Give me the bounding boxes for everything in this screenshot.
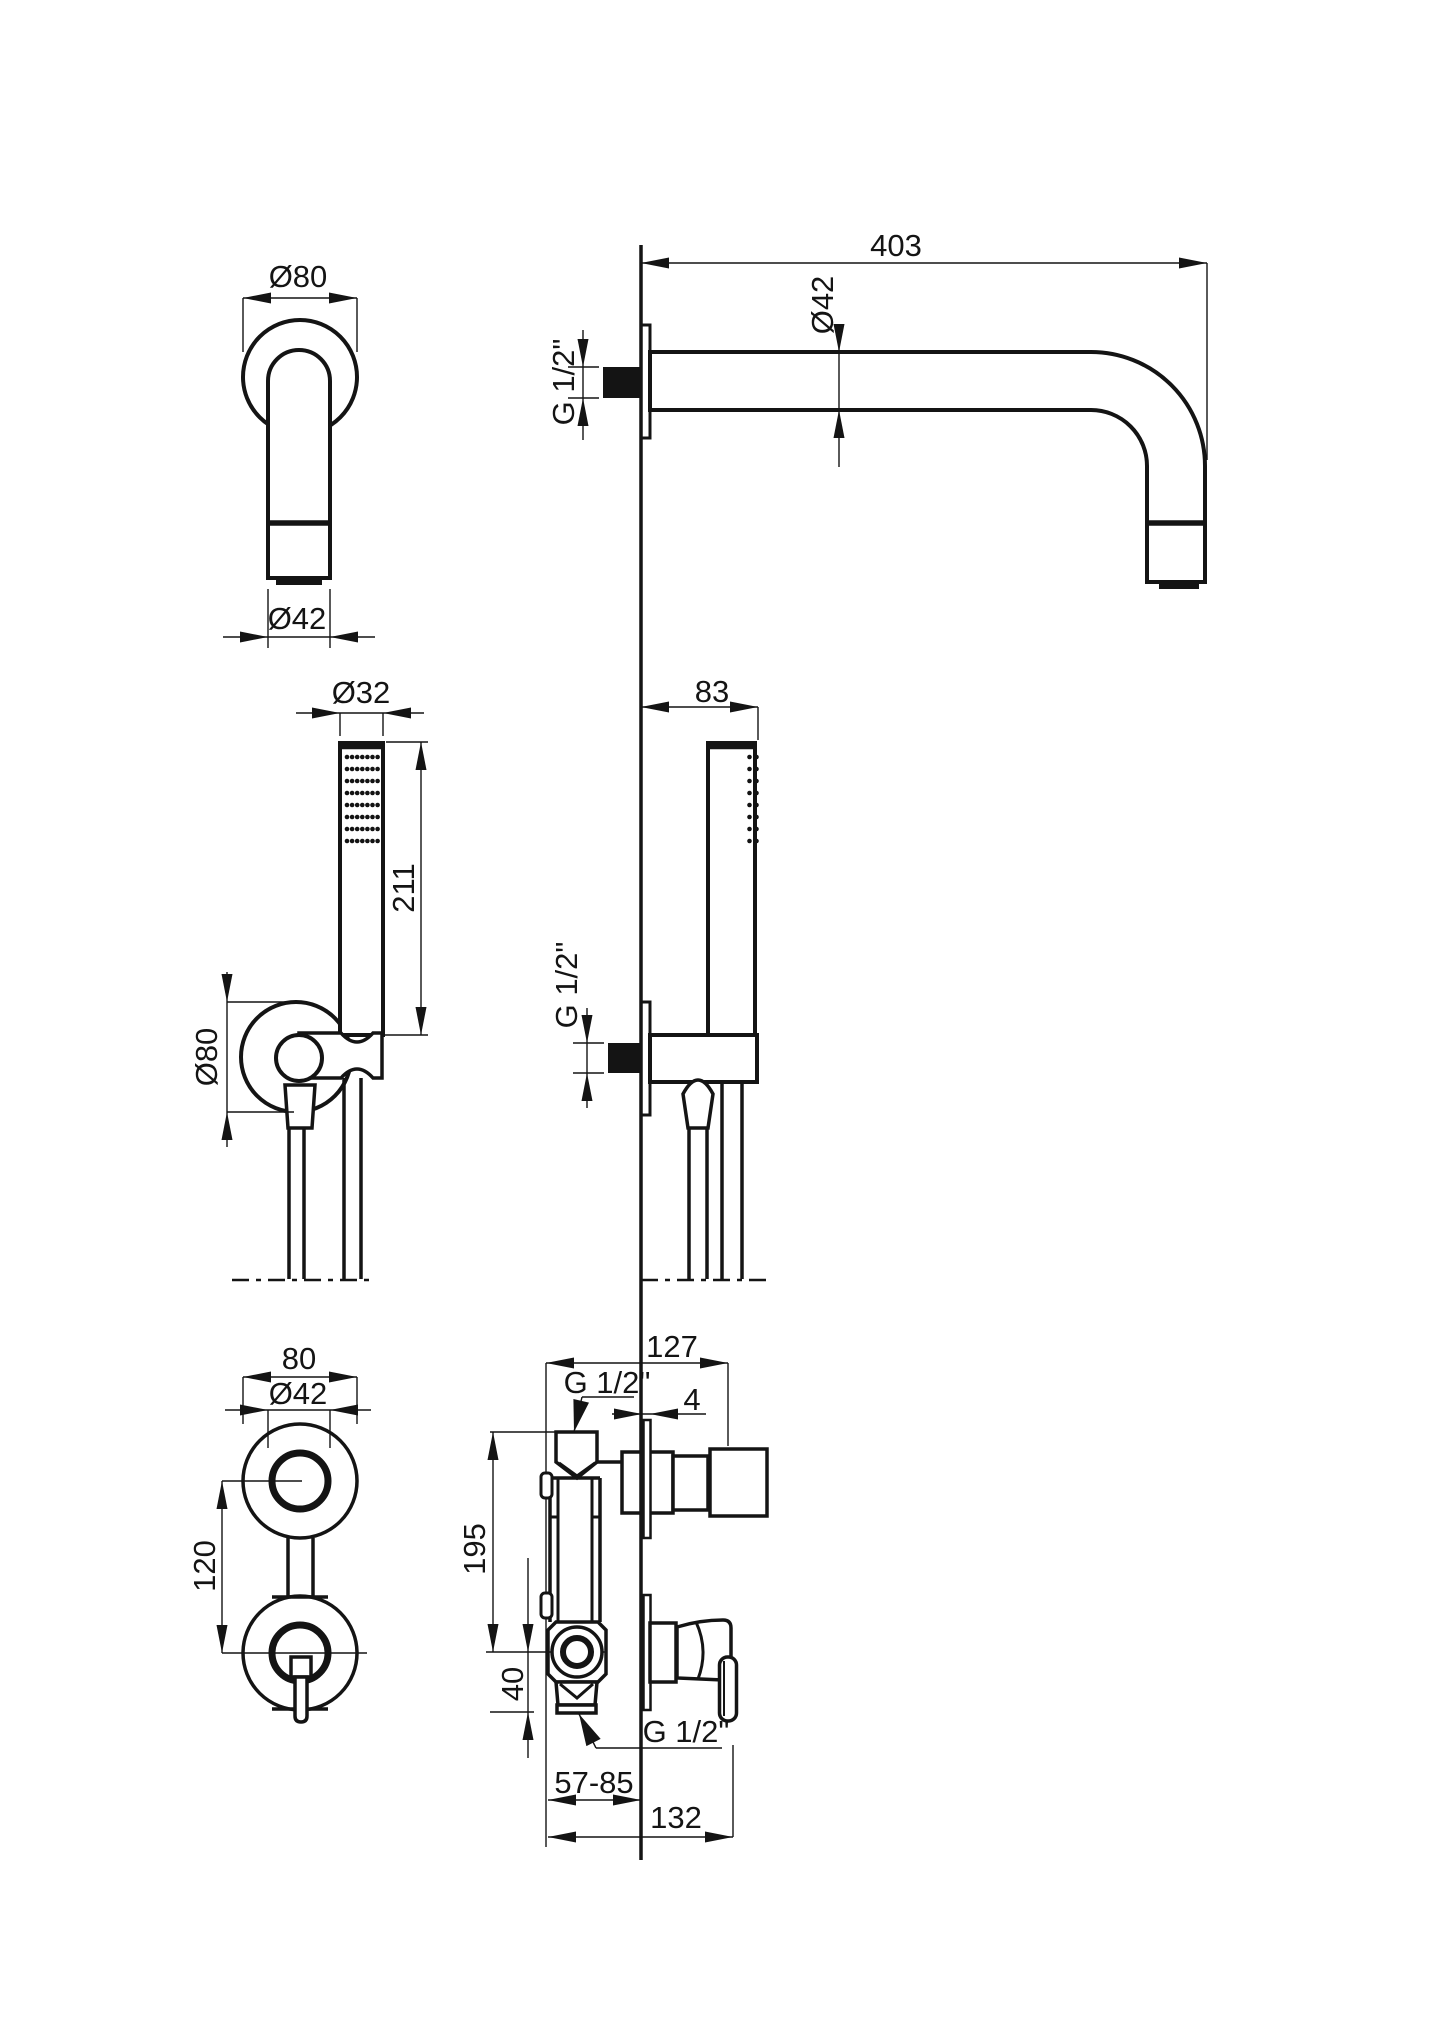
dim-label-handshower-length: 211 xyxy=(386,863,421,912)
dim-label-spout-projection: 403 xyxy=(870,228,922,263)
dim-label-valve-hole-dia: Ø42 xyxy=(269,1376,328,1411)
spray-face-dots xyxy=(344,754,380,844)
dim-label-valve-range: 57-85 xyxy=(554,1765,633,1800)
dim-label-valve-width: 80 xyxy=(282,1341,316,1376)
dim-label-handshower-thread: G 1/2" xyxy=(549,942,584,1029)
dim-label-plate-thickness: 4 xyxy=(683,1382,700,1417)
dim-label-valve-thread-top: G 1/2" xyxy=(564,1365,651,1400)
dim-label-spout-dia: Ø42 xyxy=(268,601,327,636)
dim-label-valve-height: 195 xyxy=(457,1523,492,1575)
dim-label-valve-offset: 40 xyxy=(495,1667,530,1701)
dim-label-spout-thread: G 1/2" xyxy=(546,339,581,426)
view-valve-side: 127 G 1/2" 4 195 40 G 1/2" 57-85 xyxy=(457,1329,769,1847)
dim-label-spout-flange-dia: Ø80 xyxy=(269,259,328,294)
dim-label-valve-thread-bottom: G 1/2" xyxy=(643,1714,730,1749)
spray-face-dots-side xyxy=(747,754,759,844)
view-spout-front: Ø80 Ø42 xyxy=(223,259,375,648)
view-spout-side: 403 Ø42 G 1/2" xyxy=(546,228,1208,589)
dim-label-handshower-head-dia: Ø32 xyxy=(332,675,391,710)
dim-label-handshower-projection: 83 xyxy=(695,674,729,709)
dim-label-valve-depth: 127 xyxy=(646,1329,698,1364)
dim-label-valve-spacing: 120 xyxy=(187,1540,222,1592)
dim-label-valve-total: 132 xyxy=(650,1800,702,1835)
dim-label-holder-dia: Ø80 xyxy=(189,1028,224,1087)
view-valve-front: 80 Ø42 120 xyxy=(187,1341,371,1724)
view-handshower-front: Ø32 211 Ø80 xyxy=(189,675,428,1282)
view-handshower-side: 83 G 1/2" xyxy=(549,674,768,1282)
